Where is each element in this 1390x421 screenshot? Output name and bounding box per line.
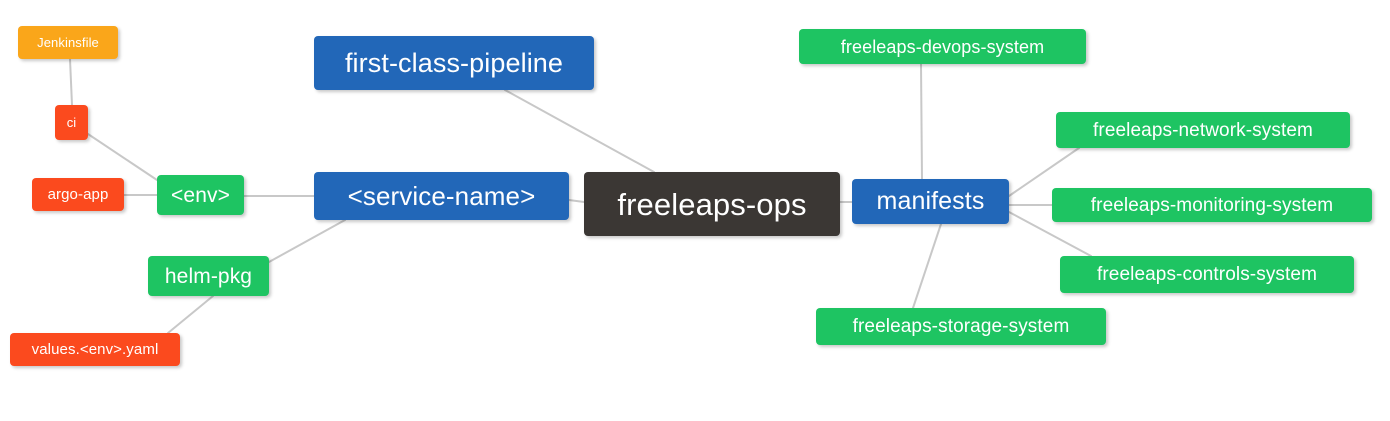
edge-service-name-to-freeleaps-ops	[568, 199, 585, 203]
mindmap-node-values-yaml[interactable]: values.<env>.yaml	[10, 333, 180, 366]
mindmap-node-first-class-pipeline[interactable]: first-class-pipeline	[314, 36, 594, 90]
mindmap-node-argo-app[interactable]: argo-app	[32, 178, 124, 211]
edge-ci-to-env	[87, 133, 158, 181]
mindmap-node-helm-pkg[interactable]: helm-pkg	[148, 256, 269, 296]
mindmap-node-env[interactable]: <env>	[157, 175, 244, 215]
mindmap-node-devops-system[interactable]: freeleaps-devops-system	[799, 29, 1086, 64]
mindmap-node-controls-system[interactable]: freeleaps-controls-system	[1060, 256, 1354, 293]
edge-values-yaml-to-helm-pkg	[167, 295, 214, 334]
mindmap-node-network-system[interactable]: freeleaps-network-system	[1056, 112, 1350, 148]
mindmap-node-storage-system[interactable]: freeleaps-storage-system	[816, 308, 1106, 345]
mindmap-node-monitoring-system[interactable]: freeleaps-monitoring-system	[1052, 188, 1372, 222]
edge-jenkinsfile-to-ci	[69, 58, 73, 106]
edge-helm-pkg-to-service-name	[268, 219, 346, 263]
mindmap-node-jenkinsfile[interactable]: Jenkinsfile	[18, 26, 118, 59]
mindmap-node-manifests[interactable]: manifests	[852, 179, 1009, 224]
mindmap-node-ci[interactable]: ci	[55, 105, 88, 140]
edge-manifests-to-devops-system	[920, 63, 923, 180]
edge-first-class-pipeline-to-freeleaps-ops	[504, 89, 655, 173]
edge-manifests-to-storage-system	[912, 223, 942, 309]
mindmap-node-service-name[interactable]: <service-name>	[314, 172, 569, 220]
mindmap-node-freeleaps-ops[interactable]: freeleaps-ops	[584, 172, 840, 236]
